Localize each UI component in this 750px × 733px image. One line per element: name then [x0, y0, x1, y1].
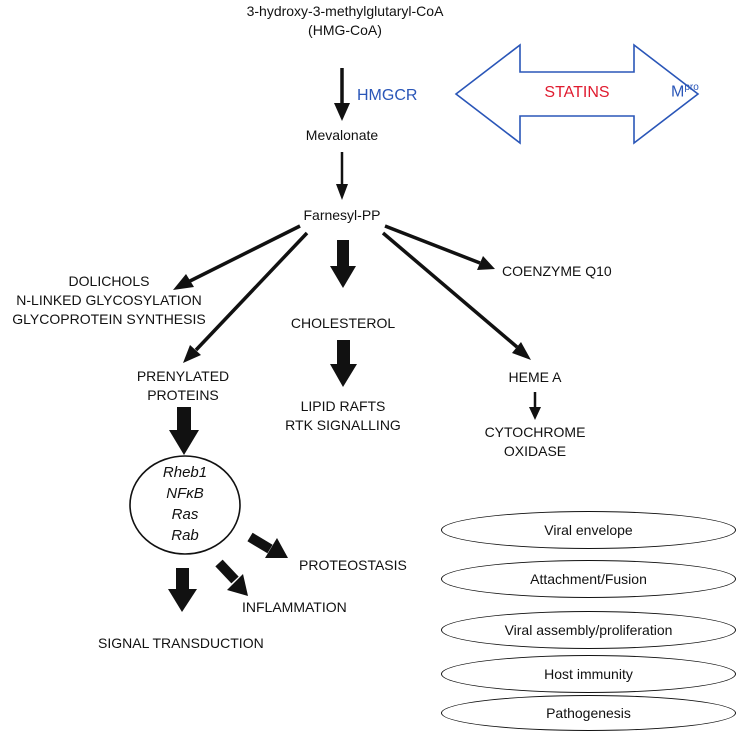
viral-effect-assembly: Viral assembly/proliferation: [441, 611, 736, 649]
cytochrome-label: CYTOCHROME OXIDASE: [460, 423, 610, 461]
mevalonate-label: Mevalonate: [305, 127, 379, 143]
viral-effect-pathogenesis: Pathogenesis: [441, 695, 736, 731]
protein-circle: [129, 455, 241, 555]
arrow-heme-to-cytochrome: [529, 392, 541, 420]
protein-rheb1: Rheb1: [162, 464, 208, 481]
viral-effect-attachment: Attachment/Fusion: [441, 560, 736, 598]
hmg-coa-line2: (HMG-CoA): [308, 22, 382, 38]
arrow-farnesyl-to-heme: [381, 231, 531, 360]
arrow-farnesyl-to-cholesterol: [330, 240, 356, 288]
arrow-mevalonate-to-farnesyl: [336, 152, 348, 200]
mpro-sup: pro: [684, 82, 699, 93]
cholesterol-label: CHOLESTEROL: [290, 315, 396, 331]
lipid-label: LIPID RAFTS RTK SIGNALLING: [262, 397, 424, 435]
protein-nfkb: NFκB: [166, 485, 204, 502]
protein-rab: Rab: [171, 527, 199, 544]
prenylated-line1: PRENYLATED: [136, 368, 230, 384]
signal-transduction-label: SIGNAL TRANSDUCTION: [98, 635, 264, 651]
farnesyl-label: Farnesyl-PP: [303, 207, 381, 223]
arrow-to-proteostasis: [247, 532, 288, 558]
mpro-label: Mpro: [671, 78, 699, 101]
arrow-prenylated-to-gtpases: [169, 407, 199, 455]
arrow-farnesyl-to-coenzyme: [384, 224, 495, 270]
dolichols-line2: N-LINKED GLYCOSYLATION: [16, 292, 202, 308]
viral-effect-immunity: Host immunity: [441, 655, 736, 693]
cytochrome-line2: OXIDASE: [503, 443, 567, 459]
mpro-base: M: [671, 83, 685, 101]
inflammation-label: INFLAMMATION: [242, 599, 347, 615]
prenylated-line2: PROTEINS: [147, 387, 219, 403]
statins-label: STATINS: [544, 84, 610, 101]
protein-ras: Ras: [171, 506, 199, 523]
heme-label: HEME A: [508, 369, 562, 385]
hmg-coa-label: 3-hydroxy-3-methylglutaryl-CoA (HMG-CoA): [200, 2, 490, 40]
dolichols-line3: GLYCOPROTEIN SYNTHESIS: [12, 311, 206, 327]
cytochrome-line1: CYTOCHROME: [484, 424, 586, 440]
coenzyme-label: COENZYME Q10: [502, 263, 612, 279]
arrow-cholesterol-to-lipid: [330, 340, 357, 387]
arrow-to-inflammation: [215, 559, 248, 596]
arrow-farnesyl-to-dolichols: [173, 224, 301, 290]
dolichols-label: DOLICHOLS N-LINKED GLYCOSYLATION GLYCOPR…: [0, 272, 218, 329]
arrow-to-signal-transduction: [168, 568, 197, 612]
protein-list: Rheb1 NFκB Ras Rab: [135, 462, 235, 546]
arrow-farnesyl-to-prenylated: [183, 231, 309, 363]
prenylated-label: PRENYLATED PROTEINS: [110, 367, 256, 405]
hmg-coa-line1: 3-hydroxy-3-methylglutaryl-CoA: [246, 3, 444, 19]
lipid-line2: RTK SIGNALLING: [285, 417, 401, 433]
lipid-line1: LIPID RAFTS: [300, 398, 386, 414]
proteostasis-label: PROTEOSTASIS: [299, 557, 407, 573]
statins-double-arrow: [454, 43, 700, 145]
hmgcr-label: HMGCR: [357, 87, 418, 104]
viral-effect-envelope: Viral envelope: [441, 511, 736, 549]
arrow-hmgcoa-to-mevalonate: [334, 68, 350, 121]
dolichols-line1: DOLICHOLS: [68, 273, 150, 289]
